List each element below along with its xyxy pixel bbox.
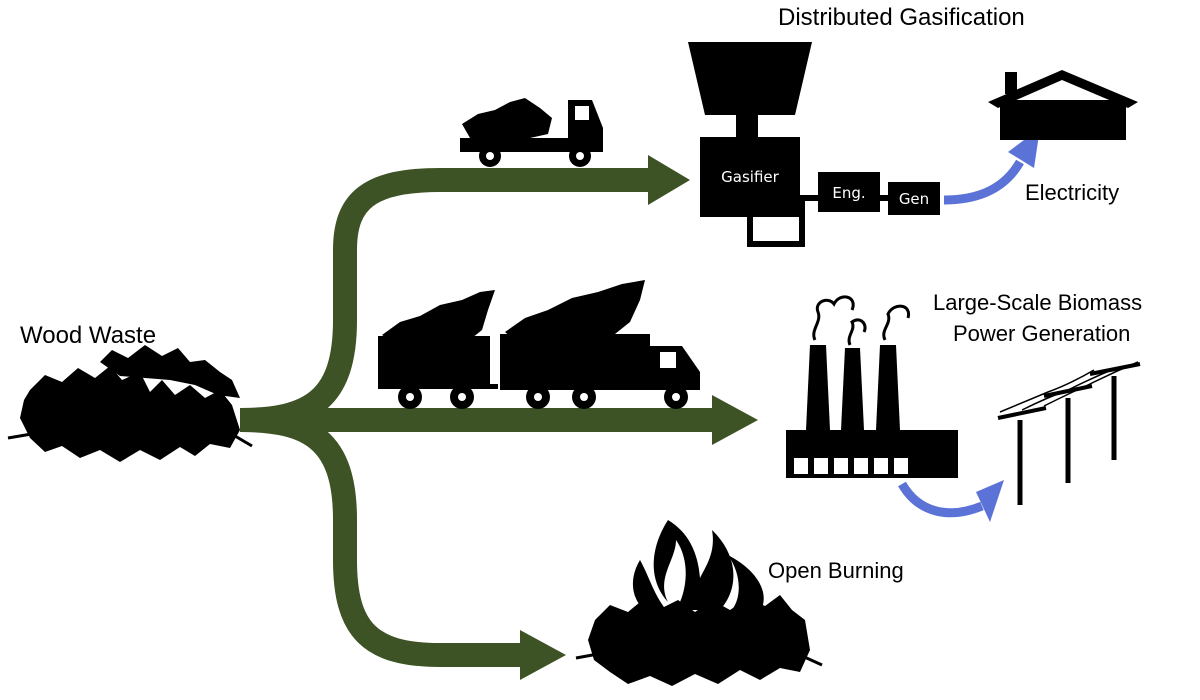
house-icon bbox=[988, 70, 1138, 140]
gasifier-box: Gasifier bbox=[700, 137, 800, 217]
large-scale-title-line1: Large-Scale Biomass bbox=[933, 290, 1142, 315]
electricity-arrowhead-grid bbox=[976, 480, 1004, 522]
burning-wood-pile-icon bbox=[575, 595, 823, 686]
gasifier-hopper-icon bbox=[688, 42, 812, 137]
power-lines-icon bbox=[997, 361, 1141, 505]
wood-waste-label: Wood Waste bbox=[20, 322, 156, 349]
arrowhead-open-burning bbox=[520, 630, 566, 680]
flow-arrow-open-burning bbox=[239, 408, 522, 667]
engine-box: Eng. bbox=[818, 172, 880, 212]
wood-pile-icon bbox=[7, 345, 253, 462]
electricity-label: Electricity bbox=[1025, 180, 1119, 205]
generator-box: Gen bbox=[888, 182, 940, 215]
logging-truck-icon bbox=[378, 280, 700, 409]
engine-label: Eng. bbox=[832, 184, 865, 202]
electricity-arrow-house bbox=[943, 159, 1024, 205]
arrowhead-power-plant bbox=[712, 395, 758, 445]
factory-icon bbox=[786, 295, 958, 478]
distributed-gasification-title: Distributed Gasification bbox=[778, 4, 1025, 31]
open-burning-label: Open Burning bbox=[768, 558, 904, 583]
flow-arrow-heads bbox=[520, 155, 758, 680]
pickup-truck-icon bbox=[460, 98, 603, 167]
fire-icon bbox=[632, 520, 764, 612]
electricity-arrow-grid bbox=[898, 481, 984, 518]
generator-label: Gen bbox=[899, 190, 929, 208]
large-scale-title-line2: Power Generation bbox=[953, 321, 1130, 346]
gasifier-label: Gasifier bbox=[721, 168, 779, 186]
arrowhead-gasification bbox=[648, 155, 690, 205]
gas-pipe bbox=[747, 195, 822, 247]
flow-arrows bbox=[239, 168, 715, 667]
